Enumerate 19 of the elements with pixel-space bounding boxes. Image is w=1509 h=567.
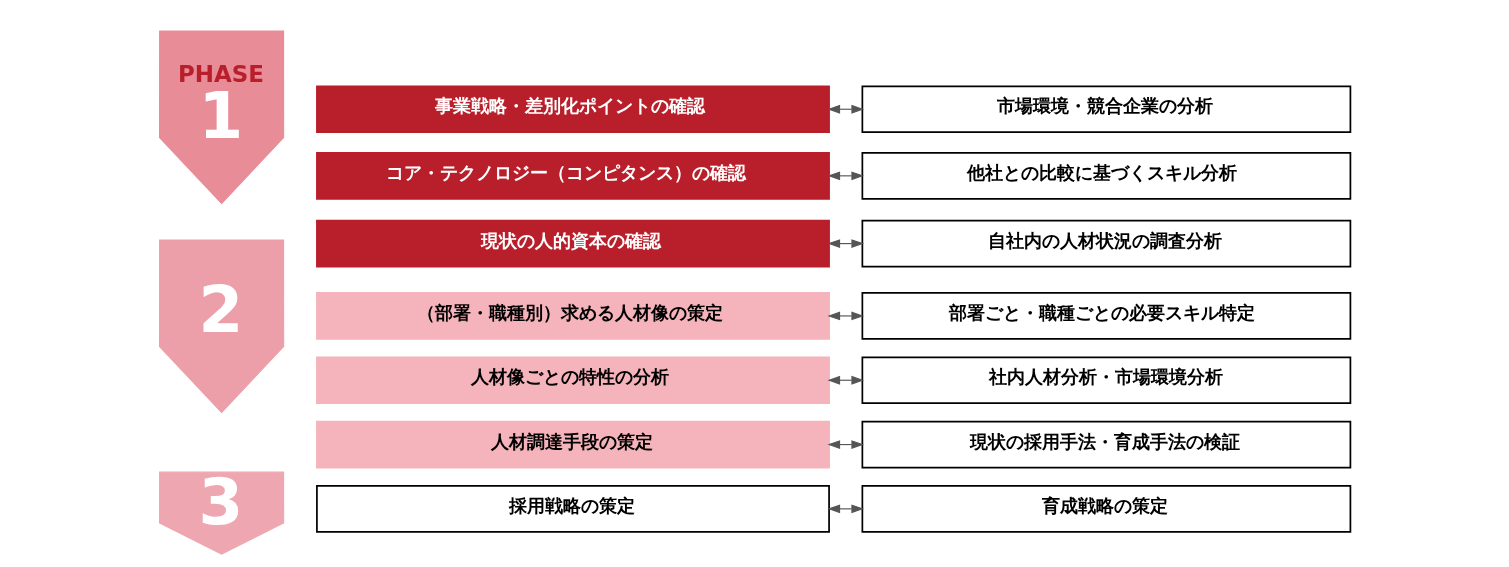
node-box: 人材像ごとの特性の分析 [315,356,830,405]
node-box: 現状の人的資本の確認 [315,219,830,268]
node-box: 市場環境・競合企業の分析 [861,85,1351,134]
node-box: コア・テクノロジー（コンピタンス）の確認 [315,152,830,200]
node-box: 現状の採用手法・育成手法の検証 [861,420,1351,469]
node-box: 事業戦略・差別化ポイントの確認 [315,85,830,134]
node-box: 社内人材分析・市場環境分析 [861,356,1351,405]
node-box: 自社内の人材状況の調査分析 [861,219,1351,268]
node-box: 育成戦略の策定 [861,485,1351,533]
arrow [826,311,864,321]
node-box: 採用戦略の策定 [315,485,830,533]
arrow [826,171,864,181]
node-box: 他社との比較に基づくスキル分析 [861,152,1351,200]
arrow [826,375,864,385]
node-box: 部署ごと・職種ごとの必要スキル特定 [861,292,1351,340]
arrow [826,104,864,114]
node-box: 人材調達手段の策定 [315,420,830,469]
node-box: （部署・職種別）求める人材像の策定 [315,292,830,340]
arrow [826,504,864,514]
